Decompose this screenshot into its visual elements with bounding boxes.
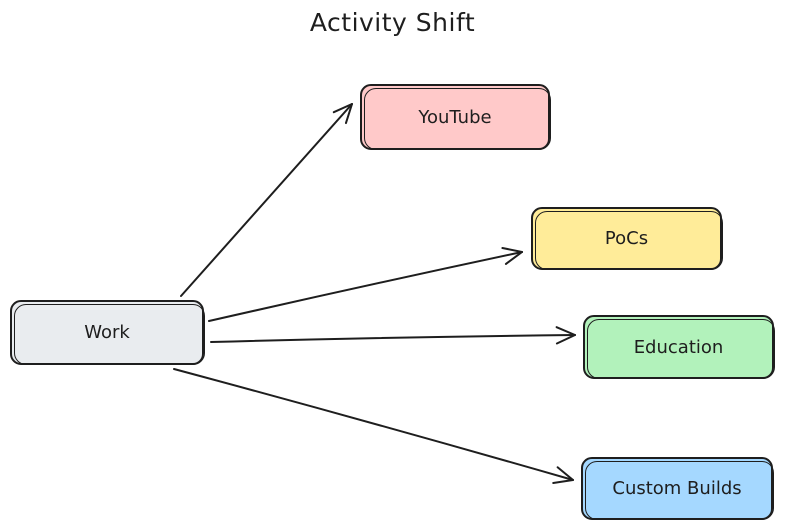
node-work-label: Work [84, 322, 130, 343]
node-youtube[interactable]: YouTube [360, 84, 551, 150]
node-education-label: Education [633, 336, 724, 358]
arrow-work-to-pocs [208, 246, 523, 322]
node-custom-builds-label: Custom Builds [612, 478, 742, 499]
diagram-title: Activity Shift [309, 8, 476, 37]
node-work[interactable]: Work [10, 300, 205, 365]
arrow-work-to-custom-builds [173, 368, 574, 484]
arrow-work-to-education [210, 326, 576, 345]
node-pocs-label: PoCs [604, 228, 649, 249]
node-custom-builds[interactable]: Custom Builds [581, 457, 774, 520]
arrow-work-to-youtube [180, 103, 353, 297]
node-youtube-label: YouTube [418, 106, 492, 128]
node-education[interactable]: Education [583, 315, 775, 379]
node-pocs[interactable]: PoCs [531, 207, 723, 270]
